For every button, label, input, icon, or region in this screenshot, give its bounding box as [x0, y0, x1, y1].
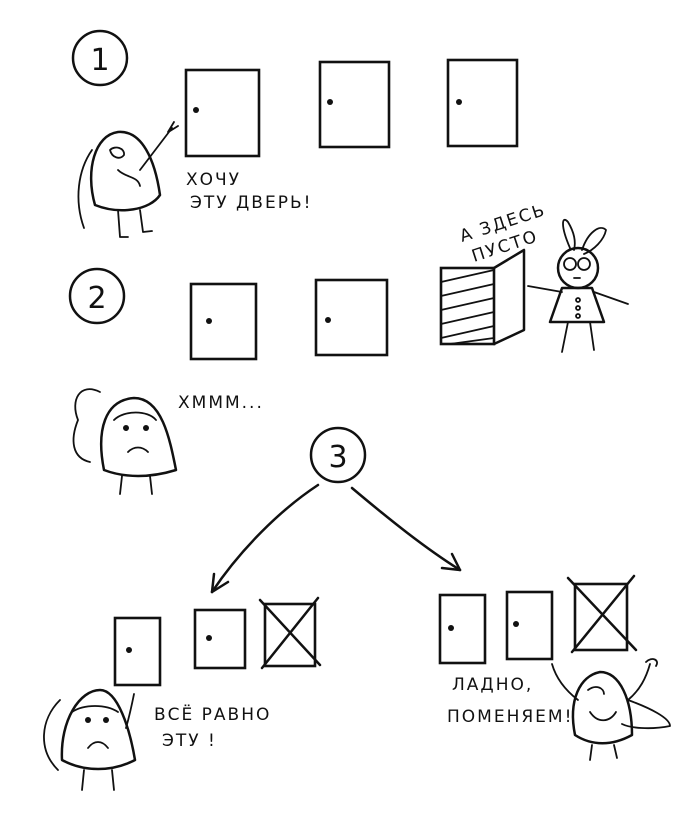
step-2-panel: 2 А ЗДЕСЬ ПУСТО — [68, 200, 629, 495]
arrow-stay — [210, 483, 320, 594]
blob-eye — [103, 717, 109, 723]
stay-line-1: ВСЁ РАВНО — [154, 704, 271, 725]
door-1 — [438, 593, 487, 665]
host-glasses-right — [577, 257, 591, 271]
blob-body — [89, 130, 162, 212]
step-2-circle — [68, 267, 126, 325]
doorway-hatching — [440, 269, 495, 345]
pointing-arm — [139, 127, 173, 171]
step-3-circle — [309, 426, 367, 484]
blob-arm-left — [551, 663, 579, 701]
host-button — [575, 313, 581, 319]
blob-arm — [125, 693, 135, 729]
blob-arm-right — [627, 658, 658, 701]
door-2-knob — [325, 317, 331, 323]
blob-legs — [81, 769, 115, 791]
arrow-switch — [350, 486, 462, 572]
switch-line-1: ЛАДНО, — [452, 675, 533, 695]
blob-eye — [587, 686, 605, 695]
door-3-knob — [456, 99, 462, 105]
cape — [77, 149, 93, 229]
blob-eye — [123, 425, 129, 431]
host-ear-right — [581, 227, 607, 255]
step-2-number: 2 — [87, 281, 106, 316]
host-button — [575, 297, 581, 303]
character-blob-thinking — [72, 388, 178, 495]
door-2-knob — [206, 635, 212, 641]
door-1-knob — [448, 625, 454, 631]
host-legs — [561, 321, 595, 353]
host-button — [575, 305, 581, 311]
host-ear-left — [562, 218, 576, 251]
stay-line-2: ЭТУ ! — [162, 731, 217, 751]
branch-switch: ЛАДНО, ПОМЕНЯЕМ! — [438, 574, 671, 761]
branch-stay: ВСЁ РАВНО ЭТУ ! — [43, 596, 322, 791]
host-head — [556, 246, 600, 290]
blob-mouth — [127, 446, 149, 453]
door-2 — [193, 608, 247, 670]
blob-legs — [117, 209, 153, 238]
cross-mark — [566, 574, 638, 654]
want-line-1: ХОЧУ — [186, 170, 241, 190]
blob-brow — [71, 705, 119, 713]
host-arms — [527, 285, 629, 305]
door-1 — [113, 616, 162, 687]
character-host — [527, 218, 629, 353]
door-1-knob — [206, 318, 212, 324]
hmm-text: ХМММ... — [178, 393, 264, 413]
blob-brow — [113, 411, 157, 421]
blob-legs — [589, 744, 618, 761]
character-blob-pointing — [77, 121, 179, 238]
cape — [72, 388, 101, 463]
open-door-empty — [439, 248, 526, 346]
door-1-knob — [126, 647, 132, 653]
blob-eye — [85, 717, 91, 723]
door-2-knob — [327, 99, 333, 105]
host-glasses-left — [563, 257, 577, 271]
step-1-panel: 1 ХОЧУ ЭТУ ДВЕРЬ! — [71, 29, 519, 238]
blob-eye — [143, 425, 149, 431]
step-1-circle — [71, 29, 129, 87]
blob-body — [100, 396, 178, 478]
host-dress — [548, 286, 606, 324]
step-3-panel: 3 ВСЁ РАВНО ЭТУ ! — [43, 426, 671, 791]
arrow-stay-head — [210, 572, 230, 594]
blob-smile — [589, 711, 617, 722]
door-1 — [189, 282, 258, 361]
door-2-knob — [513, 621, 519, 627]
opened-door-leaf — [492, 248, 526, 346]
step-1-number: 1 — [90, 43, 109, 78]
blob-body — [571, 670, 634, 745]
blob-legs — [119, 475, 153, 495]
door-1-knob — [193, 107, 199, 113]
cross-mark — [258, 596, 322, 670]
character-blob-sad — [43, 688, 137, 791]
blob-mouth — [117, 169, 141, 187]
character-blob-happy — [551, 658, 671, 761]
door-1 — [184, 68, 261, 158]
step-3-number: 3 — [328, 440, 347, 475]
want-line-2: ЭТУ ДВЕРЬ! — [190, 193, 312, 213]
blob-eye — [109, 146, 125, 159]
switch-line-2: ПОМЕНЯЕМ! — [447, 707, 573, 727]
blob-mouth — [87, 741, 109, 749]
cape — [43, 699, 61, 771]
pointing-hand — [167, 121, 179, 133]
arrow-switch-head — [440, 552, 462, 572]
blob-body — [60, 688, 137, 771]
